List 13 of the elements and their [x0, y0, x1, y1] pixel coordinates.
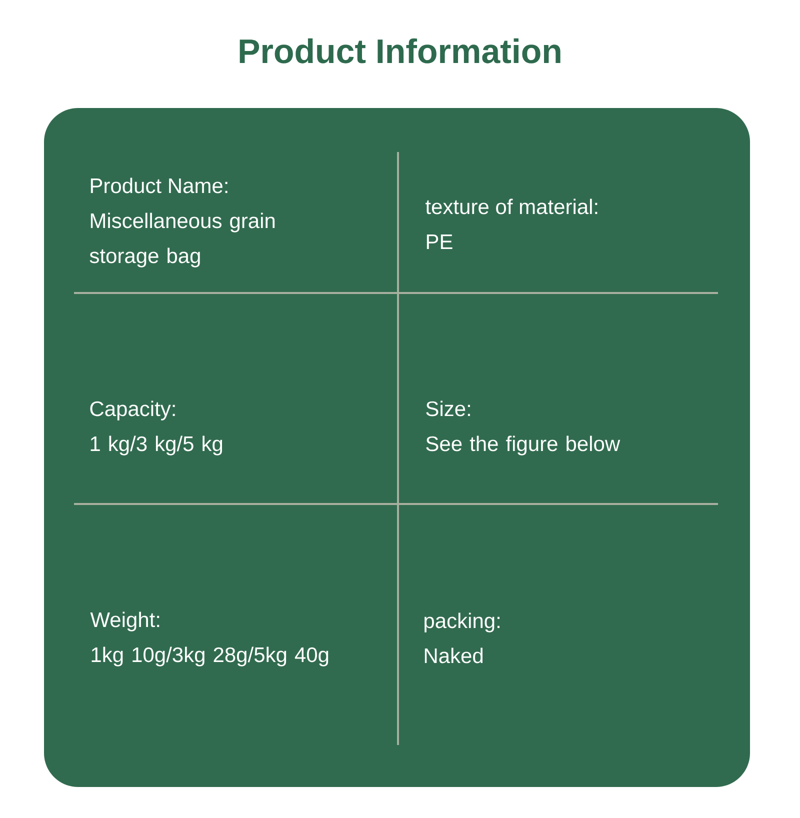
field-label: Product Name: — [90, 178, 228, 194]
field-value: 1kg 10g/3kg 28g/5kg 40g — [92, 646, 328, 666]
field-label: Weight: — [90, 612, 160, 632]
title: Product Information — [240, 38, 560, 64]
field-label: texture of material: — [426, 198, 598, 214]
field-value: See the figure below — [426, 436, 620, 456]
field-value: Naked — [424, 648, 483, 664]
field-value: PE — [426, 234, 452, 249]
field-label: packing: — [424, 612, 500, 632]
field-value: Miscellaneous grain storage bag — [90, 212, 275, 268]
field-label: Capacity: — [90, 400, 175, 420]
field-label: Size: — [426, 400, 470, 416]
field-value: 1 kg/3 kg/5 kg — [90, 436, 222, 456]
